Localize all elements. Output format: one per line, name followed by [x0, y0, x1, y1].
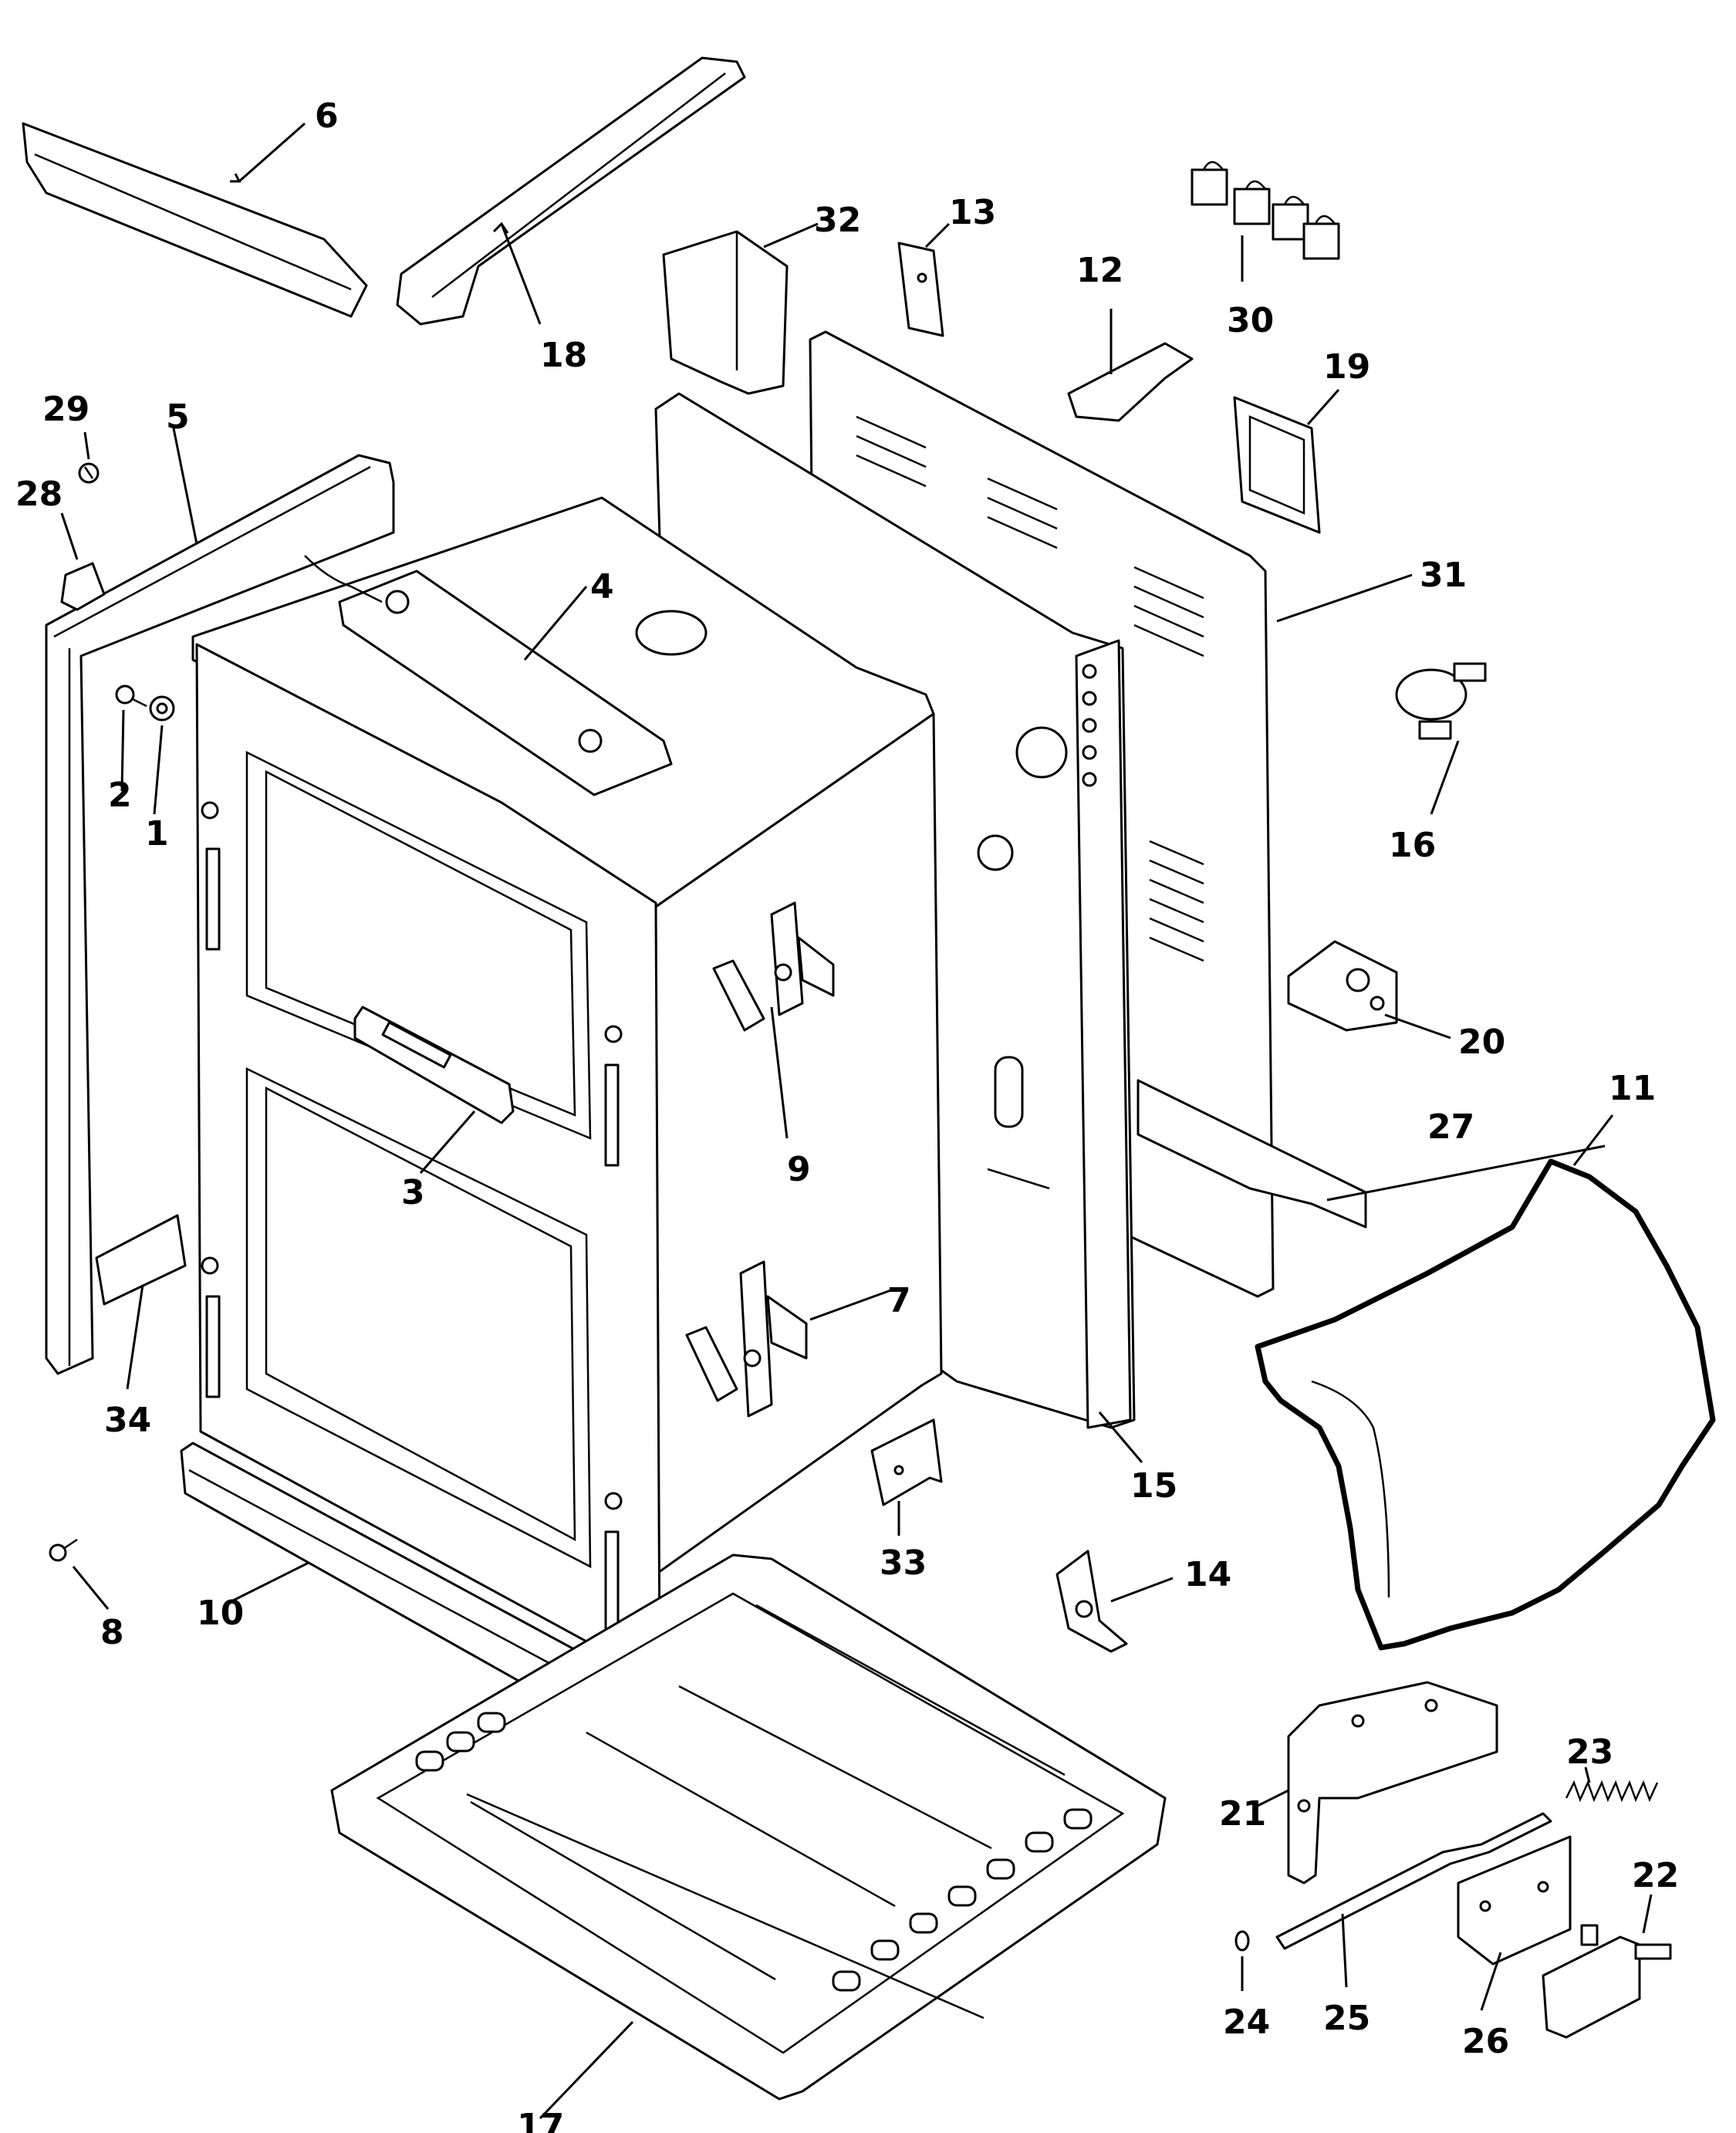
callout-16: 16 [1389, 826, 1436, 865]
callout-23: 23 [1566, 1732, 1613, 1772]
callout-28: 28 [15, 475, 62, 514]
part-33-bracket [870, 1418, 943, 1506]
part-13-plate [897, 242, 944, 337]
part-11-insulation [1255, 1158, 1716, 1651]
callout-7: 7 [887, 1281, 911, 1320]
callout-10: 10 [197, 1594, 244, 1633]
part-28-clip [60, 562, 106, 611]
callout-18: 18 [540, 336, 587, 375]
part-20-angle-bracket [1287, 940, 1398, 1032]
callout-25: 25 [1323, 1999, 1370, 2038]
part-25-rod [1275, 1812, 1552, 1950]
callout-9: 9 [787, 1150, 811, 1189]
callout-17: 17 [517, 2107, 564, 2133]
part-30-terminal-blocks [1191, 161, 1340, 260]
leader-lines [60, 122, 1653, 2120]
part-23-spring [1565, 1780, 1659, 1803]
part-6-top-trim [22, 122, 368, 318]
part-34-lower-bracket [95, 1214, 187, 1306]
part-9-hinge-upper [712, 901, 835, 1032]
callout-12: 12 [1076, 251, 1123, 290]
part-16-thermostat [1395, 662, 1487, 740]
part-22-micro-switch [1542, 1924, 1672, 2039]
callouts: 6 18 32 13 12 30 19 31 16 20 27 11 15 14… [15, 96, 1679, 2133]
part-14-bracket [1055, 1550, 1128, 1653]
part-7-hinge-lower [685, 1260, 808, 1418]
callout-31: 31 [1420, 556, 1467, 595]
callout-4: 4 [590, 567, 614, 607]
part-8-screw [49, 1538, 78, 1562]
part-19-bracket-box [1233, 396, 1321, 534]
part-1-plug [149, 695, 175, 722]
part-24-pin [1234, 1930, 1250, 1952]
callout-29: 29 [42, 390, 90, 429]
part-12-small-bracket [1067, 342, 1194, 422]
part-5-left-frame [45, 454, 395, 1375]
callout-13: 13 [949, 193, 996, 232]
callout-21: 21 [1219, 1794, 1266, 1834]
callout-22: 22 [1632, 1856, 1679, 1895]
part-26-plate [1457, 1835, 1572, 1966]
callout-33: 33 [880, 1543, 927, 1583]
callout-15: 15 [1130, 1466, 1177, 1506]
part-3-handle-bar [353, 1006, 515, 1124]
callout-26: 26 [1462, 2022, 1509, 2061]
callout-27: 27 [1427, 1107, 1474, 1147]
callout-8: 8 [100, 1613, 124, 1652]
callout-14: 14 [1184, 1555, 1231, 1594]
part-18-top-rail [396, 56, 746, 326]
part-21-switch-bracket [1287, 1681, 1498, 1885]
callout-32: 32 [814, 201, 861, 240]
callout-19: 19 [1323, 347, 1370, 387]
part-17-bottom-pan [330, 1553, 1167, 2101]
part-32-bracket [662, 230, 789, 395]
callout-11: 11 [1609, 1069, 1656, 1108]
callout-34: 34 [104, 1401, 151, 1440]
callout-20: 20 [1458, 1023, 1505, 1062]
callout-30: 30 [1227, 301, 1274, 340]
callout-2: 2 [108, 776, 132, 815]
part-29-screw [78, 462, 100, 484]
part-4-latch-assembly [304, 555, 673, 796]
callout-1: 1 [145, 814, 169, 854]
callout-3: 3 [401, 1173, 425, 1212]
part-2-screw [115, 685, 147, 708]
callout-5: 5 [166, 397, 190, 437]
callout-6: 6 [315, 96, 339, 136]
callout-24: 24 [1223, 2003, 1270, 2042]
